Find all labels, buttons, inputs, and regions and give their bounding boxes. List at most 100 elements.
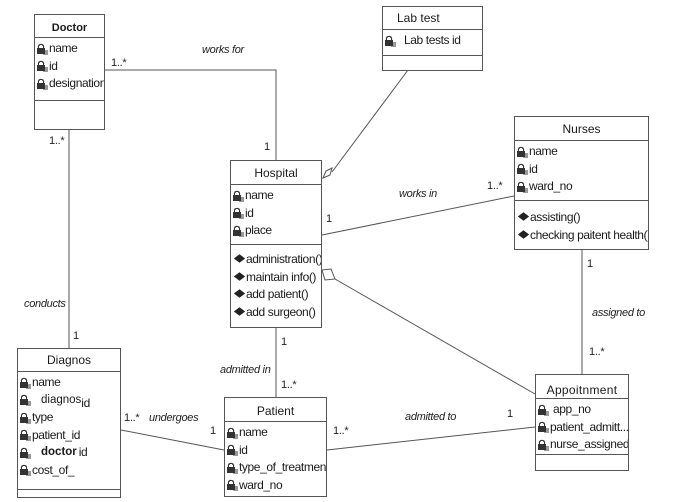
attribute-name: type <box>32 410 54 424</box>
attribute-row: id <box>517 161 648 179</box>
attribute-name: ward_no <box>239 477 283 492</box>
attribute-name: ward_no <box>529 179 573 193</box>
class-attributes: name id designation <box>35 38 104 101</box>
lock-icon <box>227 444 238 457</box>
class-title: Patient <box>225 398 326 422</box>
diamond-icon <box>234 254 246 264</box>
mult-admitted-to-patient: 1..* <box>333 425 349 437</box>
attribute-row: place <box>233 222 321 240</box>
attribute-name: id <box>49 58 58 73</box>
attribute-row: ward_no <box>517 178 648 196</box>
attribute-suffix: id <box>81 395 90 410</box>
mult-works-for-hospital: 1 <box>264 141 270 153</box>
mult-assigned-to-appointment: 1..* <box>589 346 605 358</box>
attribute-row: nurse_assigned <box>538 436 628 454</box>
operation-name: administration() <box>246 252 321 266</box>
lock-icon <box>538 403 549 416</box>
diamond-icon <box>518 212 530 222</box>
class-title: Diagnos <box>18 349 120 372</box>
operation-name: maintain info() <box>246 269 317 284</box>
mult-conducts-diagnos: 1 <box>73 330 79 342</box>
mult-admitted-in-hospital: 1 <box>281 336 287 348</box>
lock-icon <box>20 429 31 442</box>
attribute-name: place <box>245 223 272 237</box>
lock-icon <box>517 180 528 193</box>
class-attributes: app_no patient_admitt... nurse_assigned <box>536 399 628 455</box>
assoc-works-for-line <box>104 69 277 160</box>
attribute-name: designation <box>49 76 104 90</box>
attribute-row: app_no <box>538 401 628 419</box>
attribute-row: id <box>37 58 104 76</box>
mult-admitted-to-appointment: 1 <box>507 408 513 420</box>
mult-works-in-hospital: 1 <box>326 213 332 225</box>
attribute-name: patient_admitt... <box>550 419 628 434</box>
diamond-icon <box>234 271 246 281</box>
diamond-icon <box>234 306 246 316</box>
class-attributes: Lab tests id <box>383 30 482 56</box>
mult-assigned-to-nurses: 1 <box>587 258 593 270</box>
lock-icon <box>20 394 31 407</box>
attribute-row: patient_admitt... <box>538 419 628 437</box>
mult-works-in-nurses: 1..* <box>487 180 503 192</box>
lock-icon <box>385 34 396 47</box>
assoc-label-works-for: works for <box>202 44 244 56</box>
operation-name: add surgeon() <box>246 304 316 319</box>
attribute-row: Lab tests id <box>385 32 482 50</box>
lock-icon <box>20 446 31 459</box>
aggregation-lab-test-line <box>331 69 409 173</box>
operation-name: add patient() <box>246 287 309 301</box>
lock-icon <box>20 464 31 477</box>
lock-icon <box>538 421 549 434</box>
attribute-row: ward_no <box>227 477 326 495</box>
mult-undergoes-diagnos: 1..* <box>124 412 140 424</box>
attribute-suffix: id <box>78 445 88 459</box>
operation-row: add patient() <box>234 286 321 304</box>
attribute-row: name <box>37 40 104 58</box>
class-title: Doctor <box>35 15 104 38</box>
attribute-row: designation <box>37 75 104 93</box>
lock-icon <box>37 60 48 73</box>
class-patient[interactable]: Patient name id type_of_treatment ward_n… <box>224 397 327 497</box>
mult-conducts-doctor: 1..* <box>49 135 65 147</box>
lock-icon <box>227 461 238 474</box>
attribute-name: Lab tests id <box>404 33 461 47</box>
class-lab-test[interactable]: Lab test Lab tests id <box>382 6 483 71</box>
attribute-name: id <box>245 205 254 220</box>
class-operations: assisting() checking paitent health() <box>515 201 648 244</box>
attribute-row: name <box>517 143 648 161</box>
diamond-icon <box>234 289 246 299</box>
lock-icon <box>37 42 48 55</box>
operation-row: administration() <box>234 251 321 269</box>
class-nurses[interactable]: Nurses name id ward_no assisting() check… <box>514 116 649 250</box>
class-doctor[interactable]: Doctor name id designation <box>34 14 105 130</box>
attribute-row: id <box>227 442 326 460</box>
attribute-row: cost_of_ <box>20 462 120 480</box>
attribute-row: name <box>233 187 321 205</box>
attribute-name: patient_id <box>32 427 81 442</box>
lock-icon <box>233 189 244 202</box>
aggregation-diamond-appointment <box>321 268 336 281</box>
assoc-admitted-to-line <box>326 426 536 451</box>
attribute-row: type_of_treatment <box>227 459 326 477</box>
assoc-label-assigned-to: assigned to <box>592 307 645 319</box>
mult-admitted-in-patient: 1..* <box>281 379 297 391</box>
operation-row: assisting() <box>518 209 648 227</box>
class-hospital[interactable]: Hospital name id place administration() … <box>230 160 322 328</box>
attribute-row: name <box>20 374 120 392</box>
assoc-undergoes-line <box>120 429 225 451</box>
class-attributes: name id place <box>231 185 321 245</box>
lock-icon <box>517 145 528 158</box>
lock-icon <box>517 163 528 176</box>
class-appointment[interactable]: Appoitnment app_no patient_admitt... nur… <box>535 374 629 471</box>
class-operations: administration() maintain info() add pat… <box>231 245 321 321</box>
class-attributes: name id type_of_treatment ward_no <box>225 422 326 502</box>
attribute-name: name <box>245 188 274 202</box>
lock-icon <box>20 376 31 389</box>
lock-icon <box>233 207 244 220</box>
attribute-name: doctor <box>41 446 77 458</box>
attribute-name: name <box>529 144 558 158</box>
